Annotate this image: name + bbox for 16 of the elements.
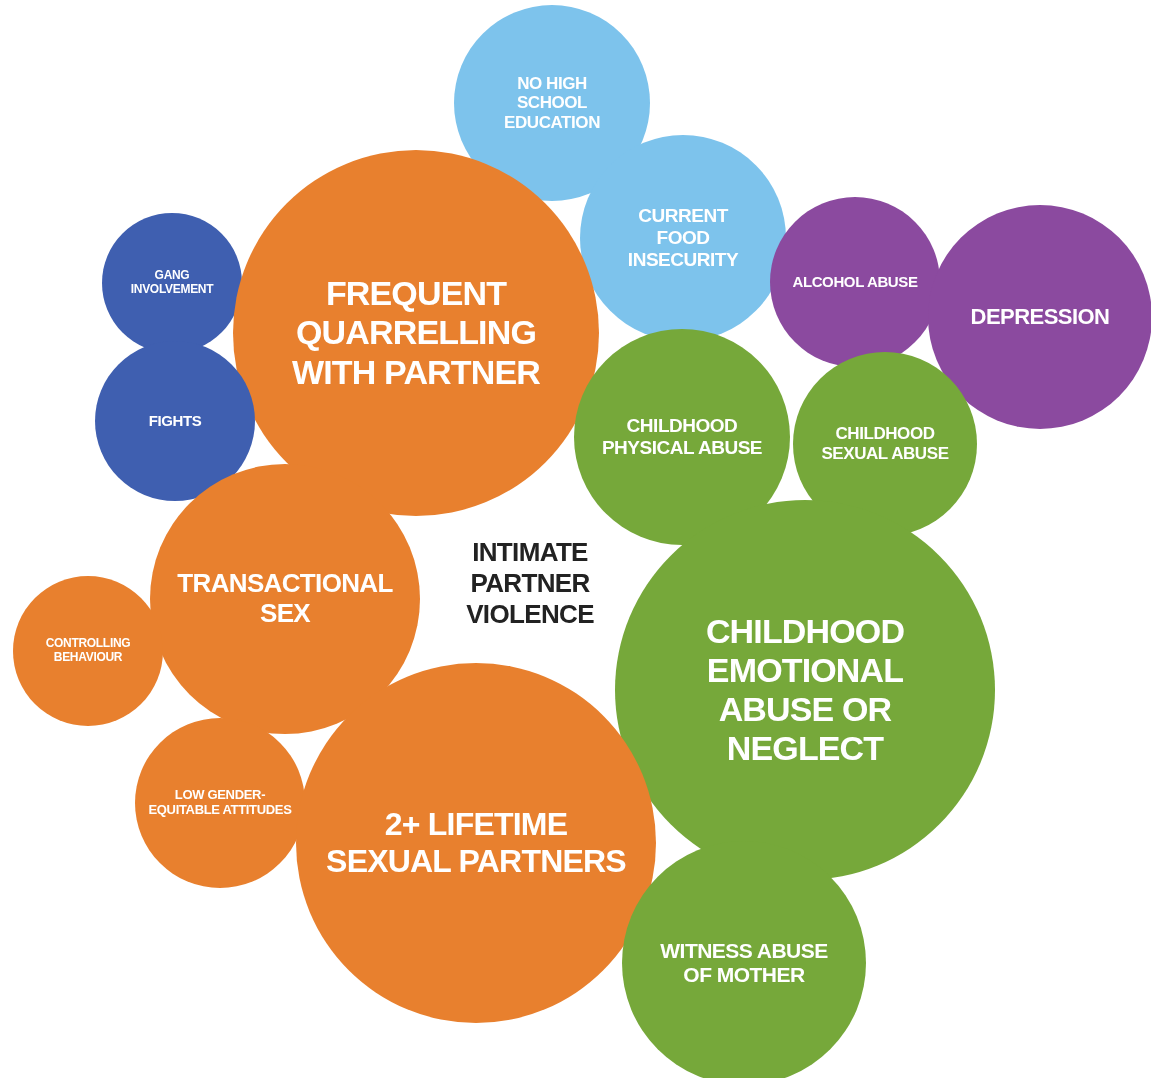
bubble-label: WITNESS ABUSE OF MOTHER	[659, 938, 829, 988]
bubble-label: TRANSACTIONAL SEX	[176, 569, 394, 629]
bubble-label: ALCOHOL ABUSE	[791, 273, 919, 291]
center-title: INTIMATE PARTNER VIOLENCE	[465, 537, 595, 631]
bubble-label: NO HIGH SCHOOL EDUCATION	[503, 73, 601, 133]
bubble-label: GANG INVOLVEMENT	[129, 269, 215, 297]
bubble-label: LOW GENDER-EQUITABLE ATTITUDES	[147, 788, 293, 818]
bubble-label: CHILDHOOD SEXUAL ABUSE	[820, 424, 950, 464]
bubble-label: FIGHTS	[147, 412, 203, 430]
bubble-label: CHILDHOOD EMOTIONAL ABUSE OR NEGLECT	[704, 611, 906, 769]
bubble-label: CONTROLLING BEHAVIOUR	[44, 637, 132, 665]
bubble-label: 2+ LIFETIME SEXUAL PARTNERS	[325, 806, 627, 880]
bubble-label: CHILDHOOD PHYSICAL ABUSE	[600, 415, 764, 459]
bubble-label: FREQUENT QUARRELLING WITH PARTNER	[291, 274, 541, 392]
bubble-label: CURRENT FOOD INSECURITY	[626, 205, 740, 271]
bubble-label: DEPRESSION	[969, 304, 1111, 330]
